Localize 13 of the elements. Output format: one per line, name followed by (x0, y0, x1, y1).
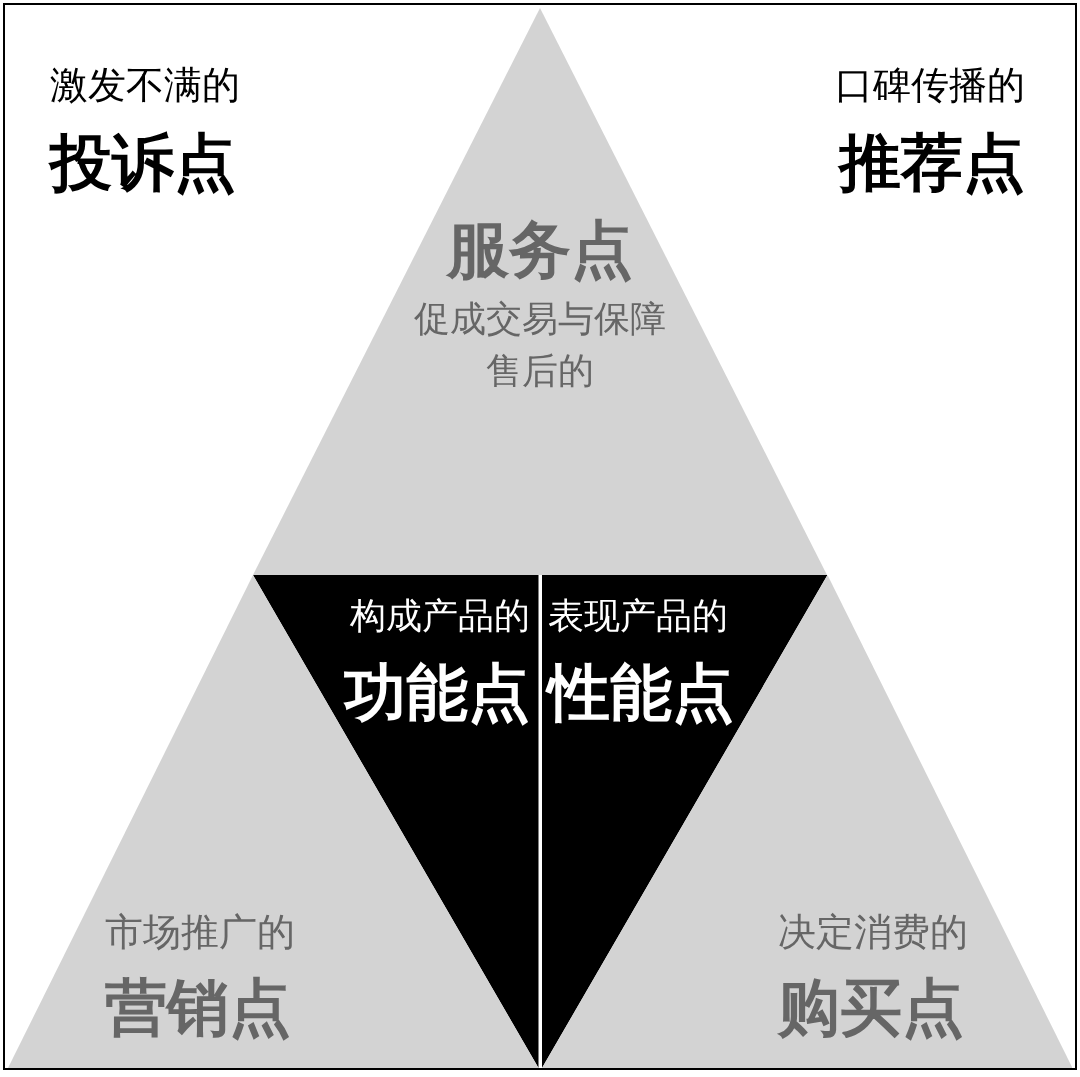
subtitle-text: 激发不满的 (50, 62, 241, 109)
heading: 投诉点 (50, 125, 237, 201)
heading: 服务点 (445, 212, 634, 288)
heading: 购买点 (778, 970, 965, 1046)
heading: 营销点 (105, 970, 292, 1046)
heading: 功能点 (342, 655, 530, 731)
heading: 推荐点 (836, 125, 1025, 201)
subtitle-text: 市场推广的 (105, 909, 296, 956)
subtitle-text: 构成产品的 (349, 594, 530, 638)
subtitle-text: 决定消费的 (778, 909, 969, 956)
subtitle-text: 促成交易与保障售后的 (413, 297, 667, 394)
subtitle-text: 口碑传播的 (834, 62, 1025, 109)
subtitle-text: 表现产品的 (548, 594, 729, 638)
